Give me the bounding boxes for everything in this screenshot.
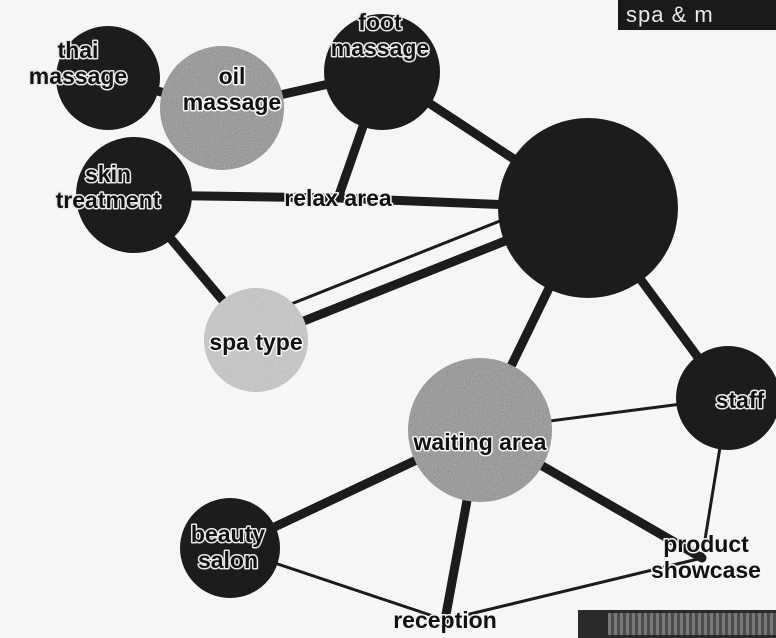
label-relax-line: relax area <box>284 185 392 211</box>
label-skin-line: treatment <box>56 187 161 213</box>
node-foot <box>324 14 440 130</box>
node-staff <box>676 346 776 450</box>
label-product-line: showcase <box>651 557 761 583</box>
node-waiting <box>408 358 552 502</box>
label-waiting-line: waiting area <box>413 429 547 455</box>
node-big <box>498 118 678 298</box>
label-spatype: spa type <box>209 329 302 355</box>
label-staff: staff <box>716 387 765 413</box>
label-beauty-line: beauty <box>191 521 265 547</box>
node-skin <box>76 137 192 253</box>
label-thai-line: thai <box>58 37 99 63</box>
node-thai <box>56 26 160 130</box>
label-relax: relax area <box>284 185 392 211</box>
corner-legend-block <box>578 610 776 638</box>
node-beauty <box>180 498 280 598</box>
node-spatype <box>204 288 308 392</box>
corner-legend-patch <box>608 613 776 635</box>
label-reception-line: reception <box>393 607 497 633</box>
label-oil-line: oil <box>219 63 246 89</box>
label-product-line: product <box>663 531 749 557</box>
label-thai-line: massage <box>29 63 127 89</box>
label-waiting: waiting area <box>413 429 547 455</box>
node-oil <box>160 46 284 170</box>
label-staff-line: staff <box>716 387 765 413</box>
edge-reception-product <box>443 556 704 622</box>
label-spatype-line: spa type <box>209 329 302 355</box>
corner-title: spa & m <box>618 0 776 30</box>
label-skin-line: skin <box>85 161 131 187</box>
label-reception: reception <box>393 607 497 633</box>
label-beauty-line: salon <box>198 547 258 573</box>
label-foot-line: massage <box>331 35 429 61</box>
label-foot-line: foot <box>358 9 402 35</box>
nodes-layer <box>56 14 776 598</box>
label-oil-line: massage <box>183 89 281 115</box>
